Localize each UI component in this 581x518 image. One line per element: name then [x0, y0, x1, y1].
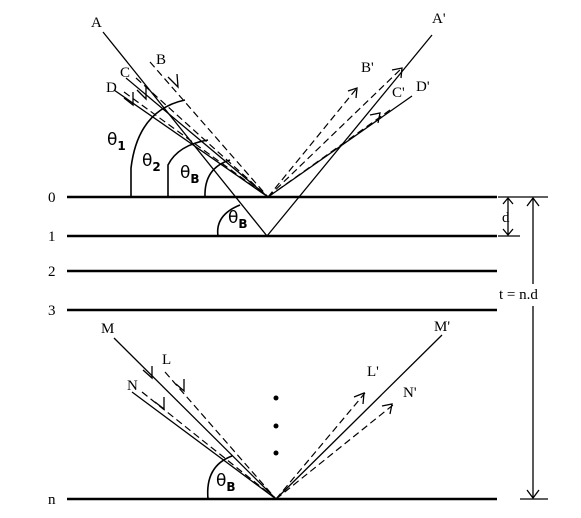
- theta1-arc: [130, 99, 186, 197]
- label-D-prime: D': [416, 79, 430, 95]
- ray-A-incident: [102, 31, 268, 237]
- label-M-prime: M': [434, 319, 450, 335]
- ray-B-reflected: [267, 87, 358, 198]
- thetaB-bottom-label: θB: [216, 471, 236, 494]
- ray-C-incident-dashed: [135, 77, 269, 198]
- layer-3-label: 3: [48, 303, 56, 319]
- spacing-dimension: d: [498, 196, 520, 237]
- label-B: B: [156, 52, 166, 68]
- ray-D-reflected-arrowhead: [369, 112, 381, 124]
- thetaB-bottom-arc: [206, 455, 233, 500]
- label-C-prime: C': [392, 85, 405, 101]
- ray-N-reflected-arrowhead: [381, 403, 393, 415]
- ray-C-arrowhead: [136, 86, 147, 101]
- label-L-prime: L': [367, 364, 379, 380]
- ray-C-reflected-arrowhead: [391, 67, 403, 79]
- layer-1-label: 1: [48, 229, 56, 245]
- ray-B-reflected-arrowhead: [347, 87, 358, 99]
- thickness-label: t = n.d: [499, 287, 538, 303]
- label-N: N: [127, 378, 138, 394]
- theta2-label: θ2: [142, 151, 161, 174]
- thetaB-layer1-label: θB: [228, 208, 248, 231]
- label-B-prime: B': [361, 60, 374, 76]
- ray-D-arrowhead: [123, 92, 134, 107]
- ray-L-reflected: [275, 392, 366, 500]
- label-A: A: [91, 15, 102, 31]
- label-M: M: [101, 321, 114, 337]
- ray-A-reflected: [266, 34, 433, 237]
- ray-D-reflected-solid: [267, 95, 413, 198]
- ray-C-reflected: [267, 67, 403, 198]
- ray-M-reflected: [275, 334, 443, 500]
- layer-0-label: 0: [48, 190, 56, 206]
- ray-B-incident: [149, 61, 269, 198]
- ray-N-reflected: [275, 404, 394, 500]
- ray-D-incident: [113, 89, 269, 198]
- thetaB-layer1-arc: [216, 204, 241, 237]
- ray-B-arrowhead: [167, 73, 179, 89]
- ray-L-arrowhead: [175, 379, 185, 393]
- thetaB-top-label: θB: [180, 163, 200, 186]
- layer-2-label: 2: [48, 264, 56, 280]
- label-L: L: [162, 352, 171, 368]
- label-A-prime: A': [432, 11, 446, 27]
- layer-n-label: n: [48, 492, 56, 508]
- ellipsis-dot-2: [273, 423, 279, 429]
- label-D: D: [106, 80, 117, 96]
- ray-L-reflected-arrowhead: [353, 392, 365, 405]
- ellipsis-dot-1: [273, 395, 279, 401]
- label-N-prime: N': [403, 385, 417, 401]
- ray-C-incident: [125, 77, 269, 198]
- ellipsis-dot-3: [273, 450, 279, 456]
- theta1-label: θ1: [107, 130, 126, 153]
- ray-M-incident-2: [131, 391, 277, 500]
- spacing-label: d: [502, 210, 510, 226]
- ray-M-incident: [113, 337, 277, 500]
- ray-M-arrowhead: [142, 366, 153, 380]
- ray-N-arrowhead: [154, 397, 165, 411]
- thetaB-top-arc: [204, 159, 231, 198]
- thickness-dimension: t = n.d: [499, 196, 548, 500]
- ray-L-incident: [164, 371, 277, 500]
- theta2-arc: [167, 139, 209, 197]
- label-C: C: [120, 65, 130, 81]
- ray-D-incident-dashed: [123, 91, 269, 198]
